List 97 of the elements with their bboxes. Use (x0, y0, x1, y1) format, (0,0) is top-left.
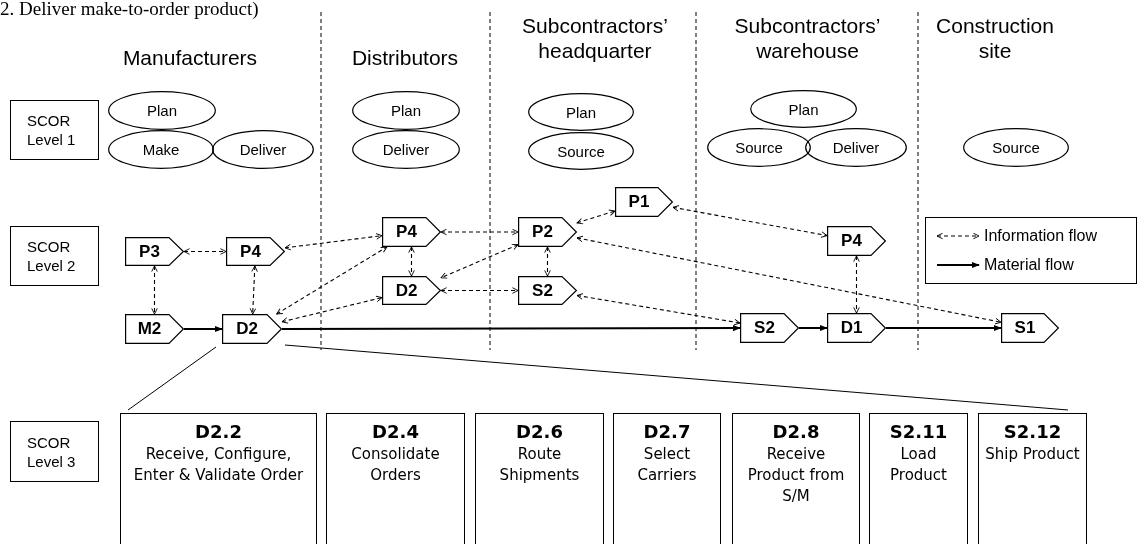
legend-label: Information flow (984, 227, 1097, 245)
process-pentagon (740, 313, 799, 343)
step-description: Route Shipments (498, 444, 581, 486)
process-ellipse (352, 130, 460, 169)
process-ellipse (750, 90, 857, 128)
material-flow-arrow (281, 324, 741, 332)
step-code: D2.2 (195, 420, 242, 444)
process-pentagon (382, 276, 441, 305)
information-flow-arrow (281, 295, 383, 324)
level-label: SCOR Level 1 (27, 111, 77, 149)
scor-level-box (10, 226, 99, 286)
process-ellipse (707, 128, 811, 167)
process-label: Plan (566, 103, 596, 121)
material-flow-arrow (885, 324, 1002, 332)
process-step-box (732, 413, 860, 544)
process-ellipse (108, 91, 216, 130)
scor-level-box (10, 421, 99, 482)
step-code: D2.8 (772, 420, 820, 444)
process-pentagon (518, 217, 577, 247)
process-pentagon (222, 314, 282, 344)
process-ellipse (108, 130, 214, 169)
step-description: Receive, Configure, Enter & Validate Order (132, 444, 305, 486)
material-flow-arrow (183, 325, 223, 333)
step-code: D2.4 (372, 420, 419, 444)
level-label: SCOR Level 2 (27, 237, 77, 275)
scor-level-box (10, 100, 99, 160)
process-label: Plan (788, 100, 819, 118)
information-flow-arrow (440, 243, 519, 279)
information-flow-arrow (276, 246, 388, 315)
process-step-box (120, 413, 317, 544)
process-pentagon (125, 314, 184, 344)
process-pentagon (615, 187, 673, 217)
process-code: M2 (137, 319, 162, 339)
process-pentagon (125, 237, 184, 266)
information-flow-arrow (672, 205, 828, 238)
lane-heading: Manufacturers (121, 45, 259, 70)
step-code: S2.11 (889, 420, 948, 444)
lane-heading: Subcontractors’ headquarter (521, 13, 669, 63)
process-ellipse (212, 130, 314, 169)
step-description: Select Carriers (636, 444, 698, 486)
information-flow-arrow (576, 235, 1002, 325)
process-pentagon (827, 226, 886, 256)
title-text: 2. Deliver make-to-order product) (0, 0, 260, 21)
step-description: Consolidate Orders (350, 444, 441, 486)
process-code: P3 (139, 241, 160, 262)
process-code: S2 (754, 318, 775, 338)
process-label: Deliver (239, 141, 287, 158)
process-ellipse (805, 128, 907, 167)
process-step-box (326, 413, 465, 544)
lane-heading: Construction site (935, 13, 1055, 63)
information-flow-arrow (151, 265, 158, 315)
process-code: P4 (240, 241, 261, 262)
process-ellipse (528, 132, 634, 170)
step-code: S2.12 (1003, 420, 1062, 444)
lane-heading: Subcontractors’ warehouse (733, 13, 882, 63)
step-description: Ship Product (984, 444, 1081, 465)
level-label: SCOR Level 3 (27, 432, 77, 471)
process-label: Deliver (832, 139, 880, 156)
process-code: D1 (840, 318, 863, 338)
process-step-box (613, 413, 721, 544)
process-label: Plan (147, 102, 177, 119)
process-pentagon (1001, 313, 1059, 343)
process-ellipse (528, 93, 634, 131)
step-description: Load Product (889, 444, 948, 486)
process-label: Source (557, 142, 605, 160)
process-step-box (869, 413, 968, 544)
process-code: P4 (396, 222, 417, 242)
process-code: S1 (1014, 318, 1036, 338)
process-label: Source (735, 139, 783, 156)
process-step-box (978, 413, 1087, 544)
material-flow-arrow (798, 324, 828, 332)
process-ellipse (963, 128, 1069, 167)
process-label: Make (142, 141, 180, 158)
information-flow-arrow (576, 209, 616, 225)
process-code: P1 (628, 192, 650, 212)
step-code: D2.7 (643, 420, 691, 444)
process-code: P2 (532, 222, 553, 242)
process-label: Plan (391, 102, 421, 119)
step-code: D2.6 (516, 420, 563, 444)
process-code: S2 (532, 280, 553, 301)
information-flow-arrow (576, 293, 741, 326)
process-label: Source (992, 139, 1040, 156)
lane-heading: Distributors (350, 45, 460, 70)
information-flow-arrow (853, 255, 860, 314)
process-label: Deliver (382, 141, 430, 158)
process-pentagon (518, 276, 577, 305)
process-pentagon (382, 217, 441, 247)
process-code: P4 (841, 231, 862, 251)
process-code: D2 (395, 280, 418, 301)
step-description: Receive Product from S/M (746, 444, 846, 507)
information-flow-arrow (249, 265, 258, 315)
process-pentagon (226, 237, 285, 266)
process-ellipse (352, 91, 460, 130)
process-pentagon (827, 313, 886, 343)
legend-label: Material flow (984, 256, 1074, 274)
process-code: D2 (236, 319, 258, 339)
process-step-box (475, 413, 604, 544)
